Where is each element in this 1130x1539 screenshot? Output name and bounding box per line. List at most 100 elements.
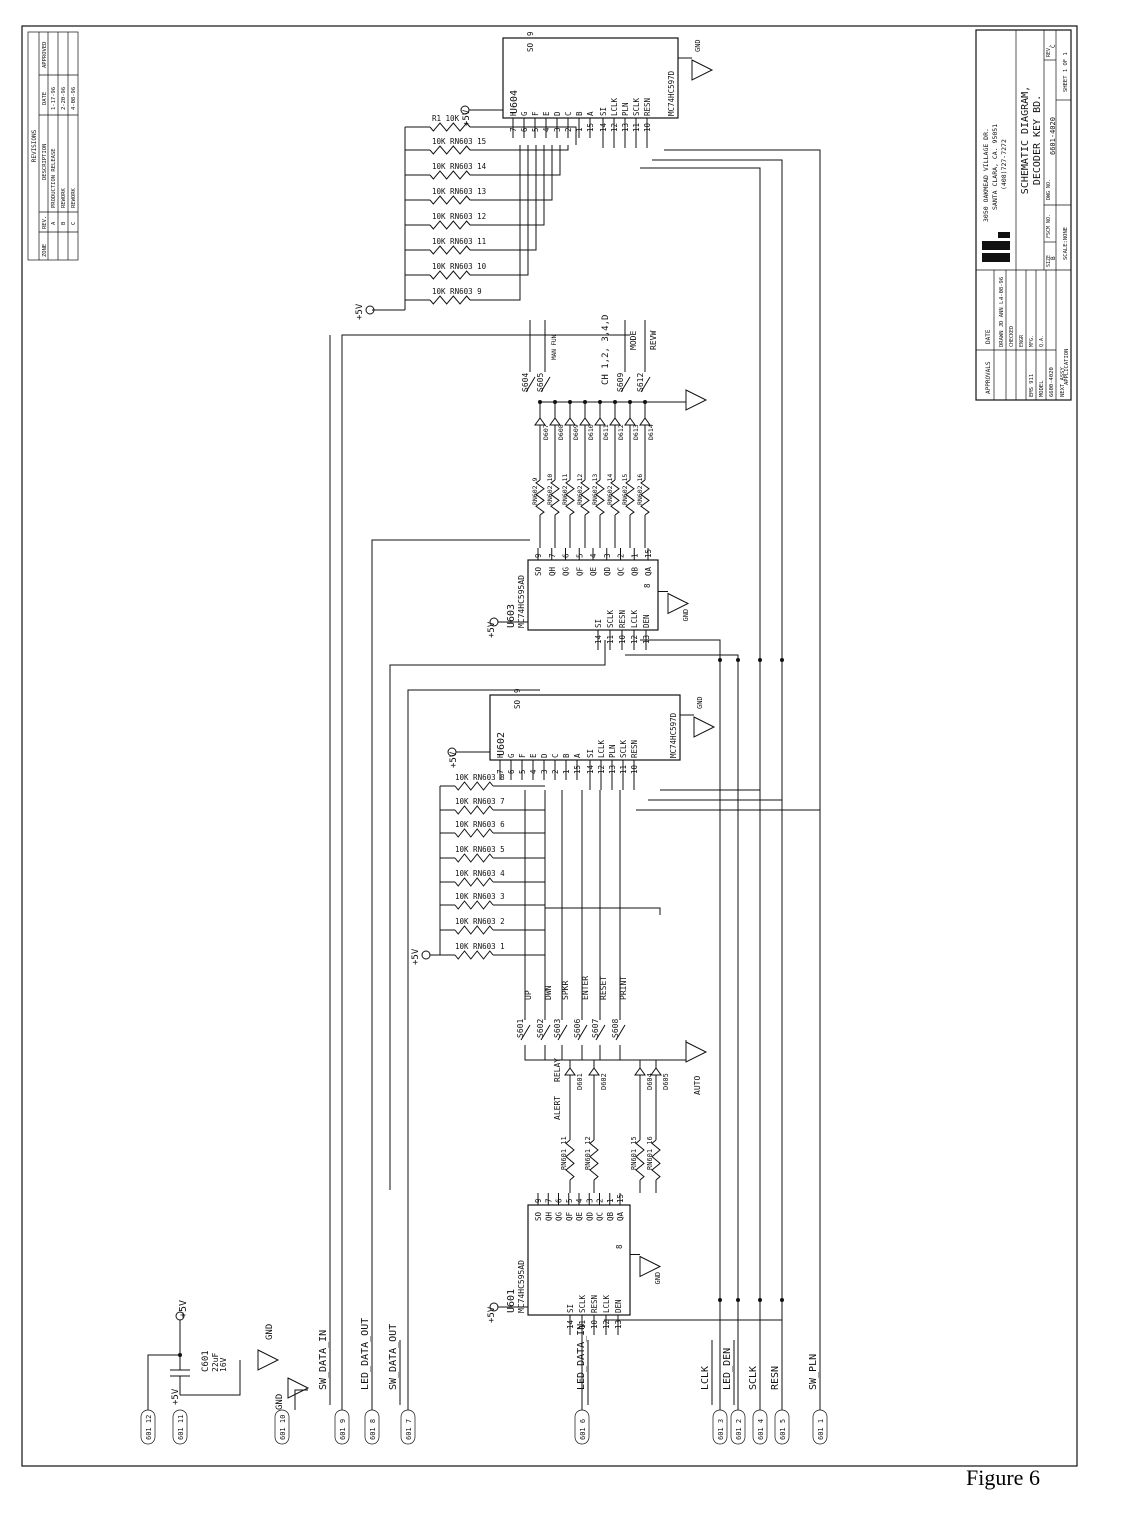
rev-value: C [1050,44,1057,48]
switch-wire [524,1045,686,1061]
ic-part: MC74HC595AD [517,1260,526,1313]
junction-dot [736,1298,740,1302]
led-label-alert: ALERT [553,1096,562,1120]
ic-vcc-label: +5V [462,109,472,126]
vcc-terminal [489,1302,499,1312]
led-wire [593,1059,624,1068]
led-resistor-label: RN601 15 [630,1136,638,1170]
app-assy: 6600-4020 [1049,367,1055,397]
led-resistor [651,1139,661,1181]
vcc-terminal [421,950,431,960]
ic-pin-label: QH [544,1211,553,1221]
switch-symbol [577,1024,588,1041]
led-symbol [639,417,651,426]
rev-b-desc: REWORK [61,187,67,208]
dwg-number: 6601-4020 [1049,117,1057,155]
wire [640,639,721,1410]
switch-function: MODE [629,331,638,350]
wire [652,159,783,1410]
ic-gnd-label: GND [696,696,704,709]
ic-pin-label: D [540,753,549,758]
wire [389,640,606,1190]
drawn-date: 4-08-96 [999,277,1005,300]
vcc-terminal [365,305,375,315]
led-resistor-label: RN602 13 [591,474,599,505]
pullup-wire [470,145,553,201]
ic-vcc-label: +5V [487,1306,497,1323]
rev-c: C [71,222,77,225]
junction-dot [718,658,722,662]
ic-pin-label: QD [585,1211,594,1221]
wiring [329,149,821,1410]
led-wire [639,1059,670,1068]
switch-ref: S603 [553,1019,562,1038]
ic-pin-label: G [520,111,529,116]
pullup-wire [470,145,569,151]
led-symbol [564,1067,576,1076]
fscm-label: FSCM NO. [1046,214,1052,238]
led-ref: D609 [572,424,580,440]
ic-pin-label: H [509,111,518,116]
ic-pin-label: B [575,111,584,116]
pullup-wire [470,145,521,301]
switch-wire [619,1045,686,1061]
ic-gnd-symbol [691,59,714,81]
gnd-symbol-cap [257,1349,280,1371]
switch-ref: S605 [536,373,545,392]
pullup-label: 10K RN603 15 [432,137,486,146]
pullup-resistor [454,828,494,838]
ic-pin-label: RESN [643,98,652,116]
junction-dot [758,1298,762,1302]
ic-ref: U603 [506,604,517,628]
ic-pin-label: SI [566,1304,575,1313]
company-logo [982,232,1010,262]
drawing-title-1: SCHEMATIC DIAGRAM, [1020,86,1031,194]
led-resistor-label: RN602 11 [561,474,569,505]
revisions-table: REVISIONS ZONE REV. DESCRIPTION DATE APP… [27,31,79,261]
pullup-wire [470,145,537,251]
led-resistor [565,1139,575,1181]
led-ref: D612 [617,424,625,440]
gnd-label-cap: GND [265,1324,275,1340]
net-label: LED_DEN [722,1348,733,1390]
switch-function: MAN FUN [551,334,558,360]
cap-value: 22uF [211,1353,220,1372]
rev-c-date: 4-08-96 [71,87,77,110]
rev-b-date: 2-20-96 [61,87,67,110]
pullup-resistor [454,877,494,887]
ic-gnd-label: GND [654,1272,662,1285]
led-resistor [635,1139,645,1181]
scale-text: SCALE:NONE [1063,227,1069,260]
ic-pin-label: QG [555,1211,564,1221]
ic-pin-label: SO [534,566,543,576]
ic-pin-label: SCLK [578,1294,587,1313]
led-ref: D602 [600,1073,608,1090]
vcc-terminal [489,617,499,627]
ic-u604: U604H7G6F5E4D3C2B1A15SI14LCLK12PLN13SCLK… [460,31,714,148]
size-value: B [1050,256,1057,260]
ic-u602: U602H7G6F5E4D3C2B1A15SI14LCLK12PLN13SCLK… [447,688,716,790]
net-label: LCLK [700,1366,711,1390]
ic-ref: U604 [509,90,520,114]
pullup-wire [470,126,577,145]
switch-symbol [540,1024,551,1041]
connector-pin-label: 601 3 [717,1419,725,1440]
cap-voltage: 16V [219,1357,228,1372]
led-resistor-label: RN602 14 [606,474,614,505]
ic-pin-label: QD [603,566,612,576]
ic-vcc-label: +5V [487,621,497,638]
power-section: +5V C601 22uF 16V GND +5V GND [147,1300,310,1410]
ic-pin-label: QF [575,566,584,576]
switch-function: RESET [599,976,608,1000]
switch-ref: S604 [521,373,530,392]
vcc-terminal [175,1311,185,1321]
ic-pin-label: E [542,111,551,116]
wire [625,654,739,1410]
ic-pin-label: A [586,111,595,116]
net-label: SCLK [748,1366,759,1390]
ic-pin-label: LCLK [597,739,606,758]
application-label: APPLICATION [1064,349,1070,385]
rev-header-approved: APPROVED [42,42,48,69]
